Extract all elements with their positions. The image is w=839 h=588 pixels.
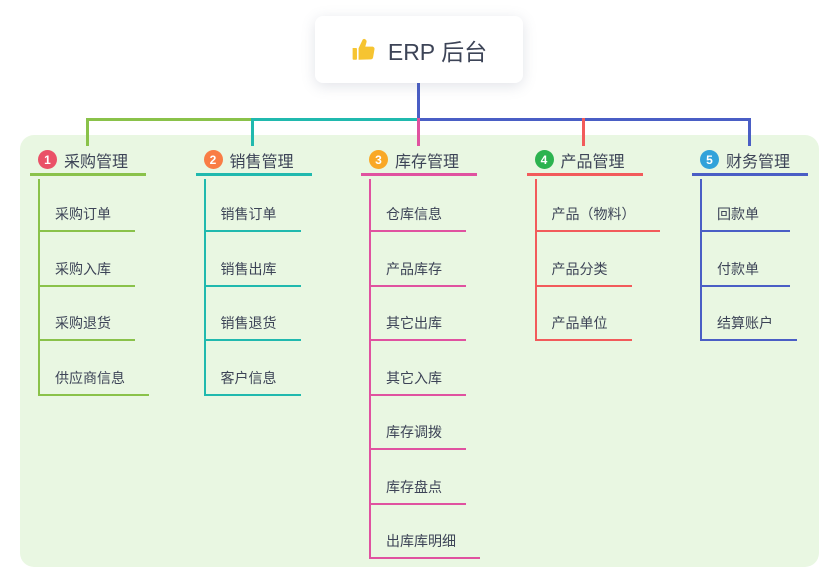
branch-drop-line — [416, 118, 420, 146]
child-node[interactable]: 销售订单 — [203, 202, 301, 232]
child-node[interactable]: 采购退货 — [38, 311, 135, 341]
thumbs-up-icon — [351, 37, 377, 63]
child-node[interactable]: 仓库信息 — [369, 202, 466, 232]
branch-label: 库存管理 — [395, 153, 460, 171]
child-node[interactable]: 产品库存 — [369, 257, 466, 287]
root-label: ERP 后台 — [387, 38, 488, 65]
child-node[interactable]: 销售出库 — [203, 257, 301, 287]
branch-header[interactable]: 4 产品管理 — [526, 146, 643, 176]
root-node[interactable]: ERP 后台 — [315, 16, 523, 83]
child-node[interactable]: 采购入库 — [38, 257, 135, 287]
branch-header[interactable]: 1 采购管理 — [30, 146, 146, 176]
branch-label: 产品管理 — [560, 153, 625, 171]
branch-header[interactable]: 2 销售管理 — [195, 146, 312, 176]
branch-header[interactable]: 5 财务管理 — [692, 146, 808, 176]
trunk-segment — [252, 118, 418, 121]
child-node[interactable]: 付款单 — [700, 257, 790, 287]
branch-spine-line — [203, 179, 206, 396]
branch-drop-line — [85, 118, 89, 146]
branch-drop-line — [747, 118, 751, 146]
child-node[interactable]: 销售退货 — [203, 311, 301, 341]
child-node[interactable]: 库存盘点 — [369, 475, 466, 505]
child-node[interactable]: 产品分类 — [534, 257, 632, 287]
root-drop-line — [416, 83, 420, 121]
branch-label: 采购管理 — [64, 153, 129, 171]
branch-number-badge: 4 — [534, 150, 554, 169]
child-node[interactable]: 客户信息 — [203, 366, 301, 396]
branches-panel — [20, 135, 819, 567]
branch-spine-line — [534, 179, 537, 341]
branch-spine-line — [700, 179, 702, 341]
branch-label: 财务管理 — [726, 153, 791, 171]
branch-spine-line — [369, 179, 371, 559]
child-node[interactable]: 其它出库 — [369, 311, 466, 341]
branch-header[interactable]: 3 库存管理 — [361, 146, 477, 176]
branch-label: 销售管理 — [229, 153, 294, 171]
branch-number-badge: 5 — [700, 150, 719, 169]
branch-drop-line — [251, 118, 254, 146]
child-node[interactable]: 库存调拨 — [369, 420, 466, 450]
child-node[interactable]: 产品（物料） — [534, 202, 660, 232]
branch-spine-line — [38, 179, 40, 396]
branch-number-badge: 2 — [203, 150, 223, 169]
trunk-segment — [85, 118, 253, 121]
child-node[interactable]: 其它入库 — [369, 366, 466, 396]
child-node[interactable]: 出库库明细 — [369, 529, 480, 559]
child-node[interactable]: 结算账户 — [700, 311, 797, 341]
branch-number-badge: 1 — [38, 150, 57, 169]
child-node[interactable]: 回款单 — [700, 202, 790, 232]
child-node[interactable]: 采购订单 — [38, 202, 135, 232]
branch-number-badge: 3 — [369, 150, 388, 169]
branch-drop-line — [582, 118, 585, 146]
child-node[interactable]: 产品单位 — [534, 311, 632, 341]
child-node[interactable]: 供应商信息 — [38, 366, 149, 396]
